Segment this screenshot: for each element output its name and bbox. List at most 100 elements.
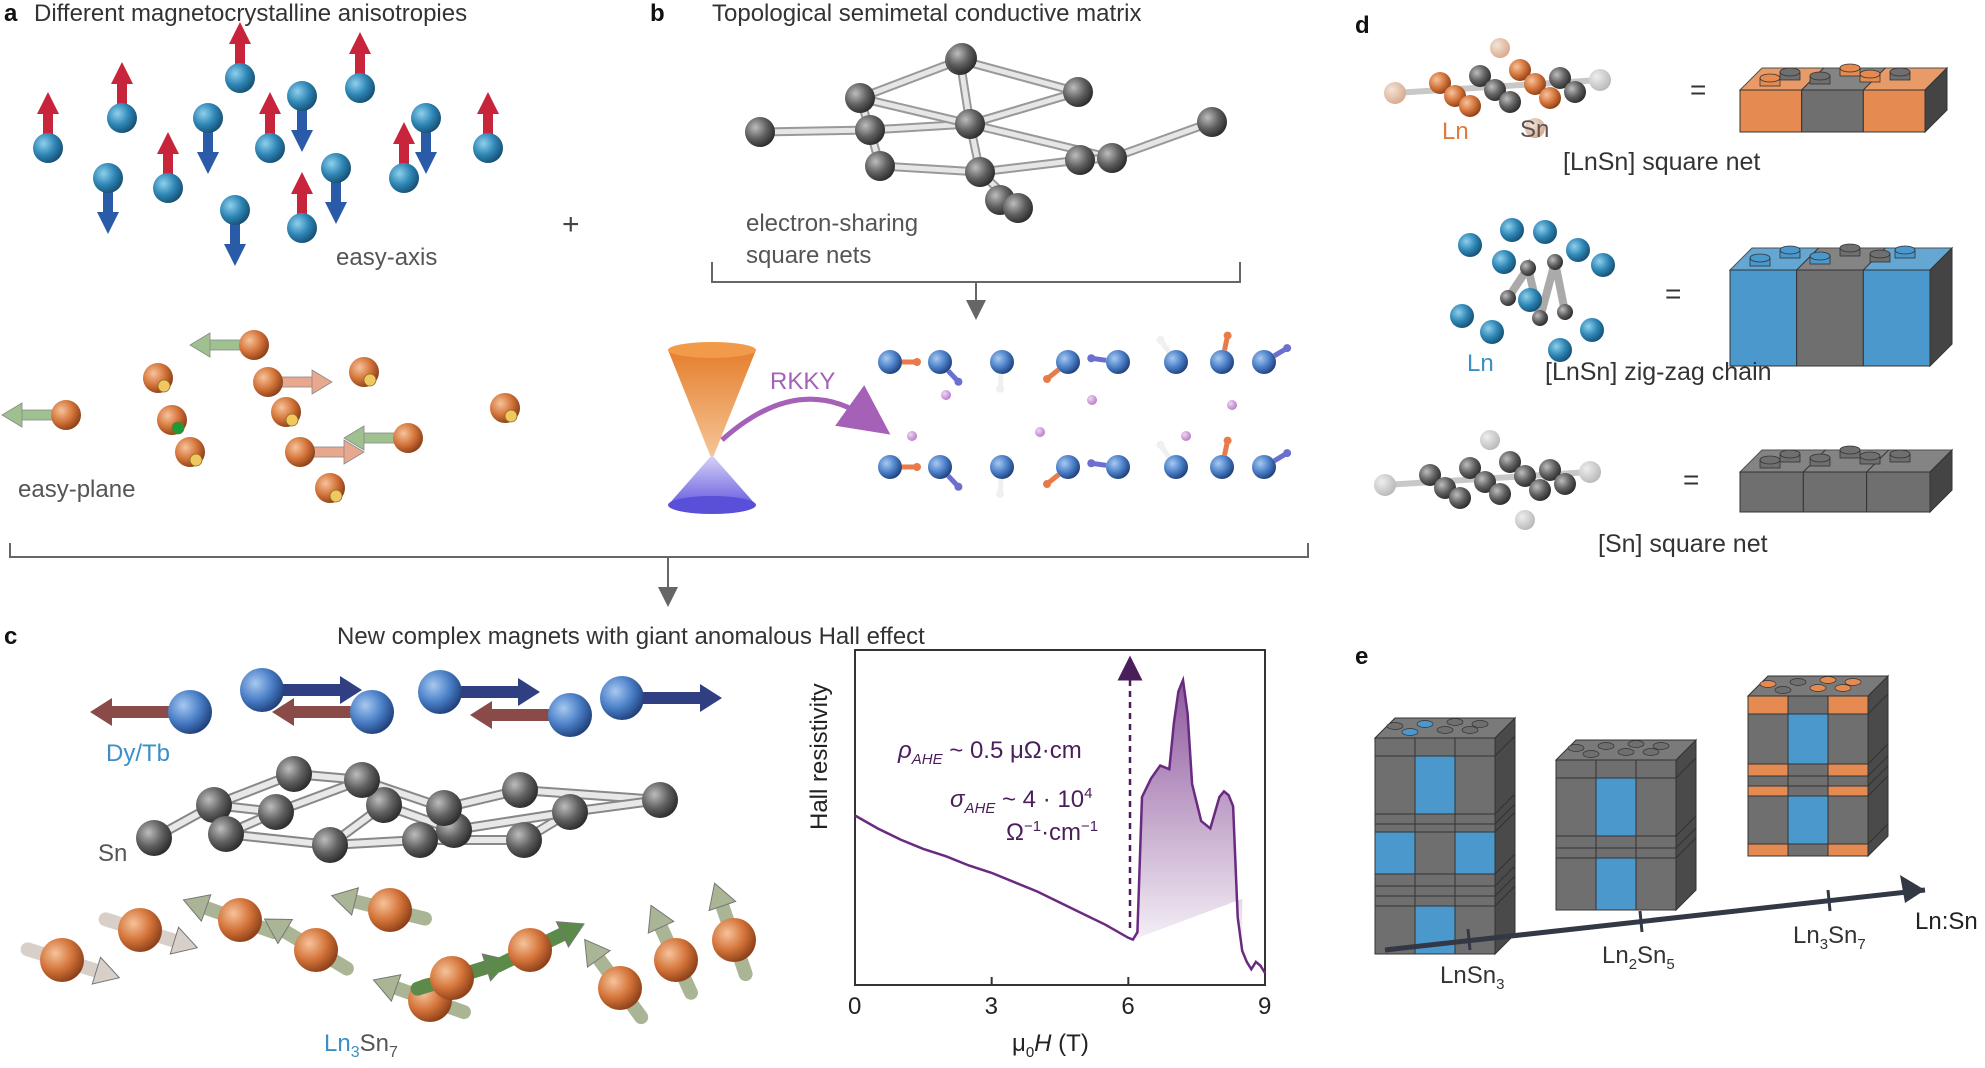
sn-atom [745, 117, 775, 147]
sn-atom [642, 782, 678, 818]
ln-atom [1492, 250, 1516, 274]
sn-atom [965, 157, 995, 187]
plot-ylabel: Hall resistivity [806, 683, 833, 830]
chain-spin [1252, 449, 1292, 479]
spin-up-down [345, 32, 375, 103]
sn-atom [506, 822, 542, 858]
row2-caption: [LnSn] zig-zag chain [1545, 358, 1772, 386]
tower [1373, 716, 1517, 956]
chain-spin [928, 455, 963, 491]
dy-tb-spin [470, 693, 592, 737]
tick-ln2sn5 [1638, 910, 1644, 933]
conduction-electron [1035, 427, 1045, 437]
building-blocks [1374, 38, 1954, 530]
panel-a-letter: a [4, 0, 18, 27]
lego-block [1738, 63, 1949, 134]
chain-spin [1156, 440, 1188, 479]
ln-spin [182, 894, 281, 942]
spin-in-plane [253, 367, 333, 397]
ahe-fill-area [1132, 680, 1243, 951]
sn-atom [865, 151, 895, 181]
row3-caption: [Sn] square net [1598, 530, 1768, 558]
chain-spin [1043, 455, 1080, 488]
ratio-axis-arrowhead [1900, 875, 1925, 903]
spin-up-down [287, 172, 317, 243]
sn-atom [276, 756, 312, 792]
tick-ln3sn7 [1826, 889, 1832, 912]
spin-in-plane [285, 437, 365, 467]
panel-b-title: Topological semimetal conductive matrix [712, 0, 1142, 27]
hall-plot [854, 649, 1267, 986]
compound-lnsn3: LnSn3 [1440, 962, 1505, 993]
equals-3: = [1683, 464, 1700, 495]
ln-atom [1591, 253, 1615, 277]
sn-atom [344, 762, 380, 798]
spin-up-down [153, 132, 183, 203]
sn-atom [845, 83, 875, 113]
ln-atom [1450, 304, 1474, 328]
ln-spin [330, 887, 432, 932]
chain-spin [1210, 331, 1234, 374]
sn-atom [1097, 143, 1127, 173]
ln-atom [1480, 320, 1504, 344]
dy-tb-spin [90, 690, 212, 734]
panel-a-title: Different magnetocrystalline anisotropie… [34, 0, 468, 27]
spin-out-of-plane [143, 363, 173, 393]
panel-e-letter: e [1355, 643, 1369, 670]
spin-out-of-plane [175, 437, 205, 467]
ratio-axis [1384, 887, 1926, 953]
panel-b-letter: b [650, 0, 665, 27]
sn-atom [312, 827, 348, 863]
chain-spin [1252, 344, 1292, 374]
conduction-electron [907, 431, 917, 441]
ln-spin [647, 904, 698, 1000]
zigzag-chain [1450, 218, 1615, 362]
spin-up-down [33, 92, 63, 163]
row1-ln-label: Ln [1442, 118, 1469, 145]
spin-in-plane [1, 400, 81, 430]
chain-spin [928, 350, 963, 386]
chain-spin [1156, 335, 1188, 374]
hall-curve [854, 675, 1267, 974]
ln-atom [1500, 218, 1524, 242]
lego-block [1728, 243, 1954, 368]
equals-2: = [1665, 278, 1682, 309]
sn-atom [402, 822, 438, 858]
dy-tb-spin [418, 670, 540, 714]
ln-spin [708, 882, 756, 982]
ln-atom [1548, 338, 1572, 362]
sn-atom [1003, 193, 1033, 223]
ln-atom [1566, 238, 1590, 262]
ln-spin [263, 918, 354, 976]
nets-label-2: square nets [746, 242, 872, 269]
spin-out-of-plane [271, 397, 301, 427]
dy-tb-label: Dy/Tb [106, 740, 171, 767]
row1-sn-label: Sn [1520, 116, 1550, 143]
easy-plane-label: easy-plane [18, 476, 136, 503]
sigma-unit: Ω−1·cm−1 [1006, 818, 1099, 846]
plot-xlabel: μ0H (T) [1012, 1030, 1089, 1061]
dy-tb-spin [600, 676, 722, 720]
chain-spin [1210, 436, 1234, 479]
conduction-electron [941, 390, 951, 400]
dy-tb-spin [272, 690, 394, 734]
rkky-spin-chains [878, 331, 1292, 498]
spin-up-down [255, 92, 285, 163]
spin-up-down [225, 22, 255, 93]
ln-spin [490, 921, 585, 973]
ln-atom [1533, 220, 1557, 244]
spin-out-of-plane [315, 473, 345, 503]
sn-atom [1063, 77, 1093, 107]
tower [1554, 738, 1698, 912]
sn-atom [947, 43, 977, 73]
compound-ln3sn7: Ln3Sn7 [1793, 922, 1866, 953]
sn-atom [366, 787, 402, 823]
atom-net [1374, 430, 1601, 530]
row2-ln-label: Ln [1467, 350, 1494, 377]
sn-atom [208, 816, 244, 852]
ln-spin [98, 908, 199, 955]
square-net-molecule [745, 43, 1227, 223]
ratio-axis-label: Ln:Sn [1915, 908, 1978, 935]
sn-atom [1197, 107, 1227, 137]
